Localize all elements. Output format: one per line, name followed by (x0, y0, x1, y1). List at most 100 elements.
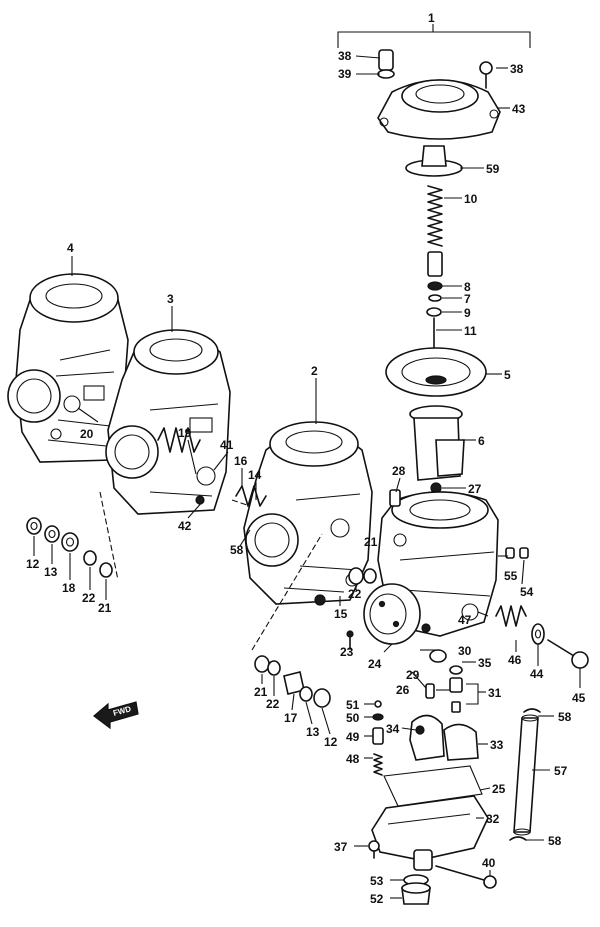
callout-labels: 1 38 39 38 43 59 10 8 7 9 11 5 6 27 28 4… (26, 11, 586, 906)
callout-8a: 8 (464, 280, 471, 294)
callout-43: 43 (512, 102, 526, 116)
float-chamber-parts (425, 649, 463, 713)
callout-42: 42 (178, 519, 192, 533)
float-chamber-gasket (383, 765, 483, 807)
callout-48: 48 (346, 752, 360, 766)
callout-11: 11 (464, 324, 477, 338)
callout-19: 19 (178, 426, 192, 440)
float-chamber (371, 795, 489, 871)
assembly-bracket (337, 24, 531, 48)
callout-23: 23 (340, 645, 354, 659)
callout-22a: 22 (348, 587, 362, 601)
drain-plug (401, 882, 431, 905)
callout-46: 46 (508, 653, 522, 667)
callout-4: 4 (67, 241, 74, 255)
callout-17: 17 (284, 711, 298, 725)
callout-40: 40 (482, 856, 496, 870)
callout-21a: 21 (364, 535, 378, 549)
callout-22c: 22 (266, 697, 280, 711)
top-cap (377, 79, 501, 140)
float (409, 714, 479, 761)
callout-38b: 38 (510, 62, 524, 76)
coupling-spring (235, 485, 267, 507)
callout-55: 55 (504, 569, 518, 583)
washer-set-left (26, 517, 113, 578)
small-springs (505, 547, 529, 559)
callout-38a: 38 (338, 49, 352, 63)
leader-lines (33, 55, 581, 899)
callout-45: 45 (572, 691, 586, 705)
callout-32: 32 (486, 812, 500, 826)
callout-31: 31 (488, 686, 502, 700)
callout-52: 52 (370, 892, 384, 906)
assembly-relation-lines (99, 491, 323, 651)
throttle-stop-washer (531, 623, 545, 645)
callout-6: 6 (478, 434, 485, 448)
throttle-stop-spring (495, 605, 527, 627)
callout-26: 26 (396, 683, 410, 697)
callout-51: 51 (346, 698, 360, 712)
callout-22b: 22 (82, 591, 96, 605)
fwd-arrow: FWD (93, 701, 139, 730)
callout-41: 41 (220, 438, 234, 452)
callout-58c: 58 (548, 834, 562, 848)
callout-9: 9 (464, 306, 471, 320)
callout-57: 57 (554, 764, 568, 778)
callout-58b: 58 (558, 710, 572, 724)
throttle-stop-screw (547, 639, 589, 669)
callout-2: 2 (311, 364, 318, 378)
diaphragm (385, 347, 487, 397)
callout-54: 54 (520, 585, 534, 599)
callout-30: 30 (458, 644, 472, 658)
washer-set-lower (254, 655, 331, 708)
cap-screw-left (377, 49, 395, 79)
pilot-screw-group (346, 630, 354, 649)
drain-bolt (435, 865, 497, 889)
callout-27: 27 (468, 482, 482, 496)
vent-hose (513, 714, 539, 836)
callout-50: 50 (346, 711, 360, 725)
air-cover (363, 583, 421, 645)
joint-links-center (348, 489, 401, 585)
callout-35: 35 (478, 656, 492, 670)
callout-53: 53 (370, 874, 384, 888)
callout-44: 44 (530, 667, 544, 681)
callout-15: 15 (334, 607, 348, 621)
diaphragm-holder (405, 145, 463, 177)
callout-34: 34 (386, 722, 400, 736)
hose-clips (509, 708, 541, 841)
carburetor-body-2 (243, 421, 373, 606)
carburetor-body-3 (105, 329, 231, 515)
callout-24: 24 (368, 657, 382, 671)
drain-screw (368, 840, 380, 859)
callout-3: 3 (167, 292, 174, 306)
callout-1: 1 (428, 11, 435, 25)
callout-5: 5 (504, 368, 511, 382)
callout-47: 47 (458, 613, 472, 627)
callout-28: 28 (392, 464, 406, 478)
callout-33: 33 (490, 738, 504, 752)
cap-screw-right (479, 61, 493, 89)
callout-20: 20 (80, 427, 94, 441)
callout-25: 25 (492, 782, 506, 796)
callout-18: 18 (62, 581, 76, 595)
piston-valve (409, 405, 465, 481)
callout-12a: 12 (26, 557, 40, 571)
spring (427, 185, 443, 247)
callout-12b: 12 (324, 735, 338, 749)
carburetor-body-4 (7, 273, 129, 463)
callout-49: 49 (346, 730, 360, 744)
callout-13a: 13 (44, 565, 58, 579)
callout-7: 7 (464, 292, 471, 306)
pilot-jet-stack (372, 700, 384, 776)
callout-39: 39 (338, 67, 352, 81)
callout-21c: 21 (254, 685, 268, 699)
callout-14: 14 (248, 468, 262, 482)
callout-59: 59 (486, 162, 500, 176)
callout-10: 10 (464, 192, 478, 206)
callout-29: 29 (406, 668, 420, 682)
callout-58a: 58 (230, 543, 244, 557)
callout-37: 37 (334, 840, 348, 854)
callout-13b: 13 (306, 725, 320, 739)
